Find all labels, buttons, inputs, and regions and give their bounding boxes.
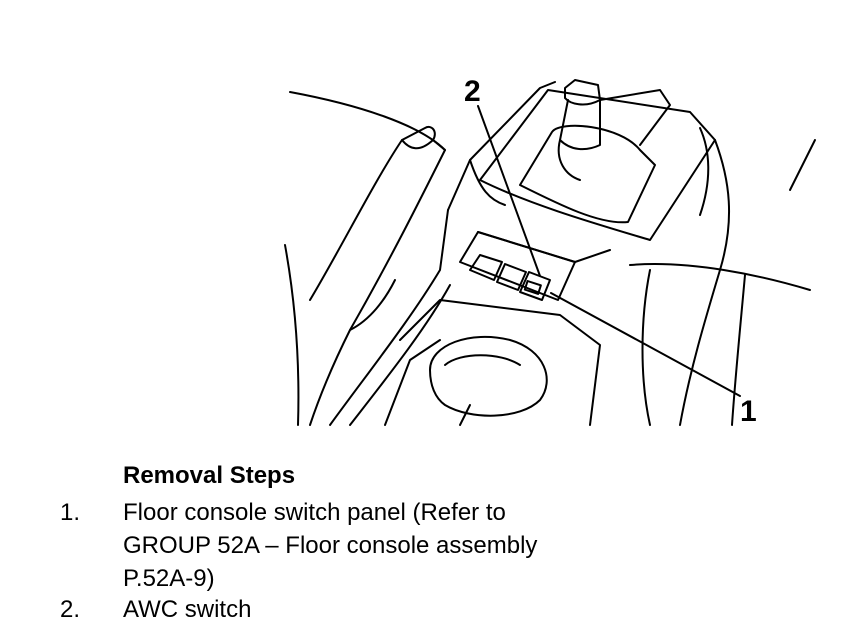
step-number: 2. [60, 596, 81, 623]
console-tray [399, 299, 601, 426]
step-text: AWC switch [123, 596, 252, 623]
console-outer-left-2 [469, 159, 506, 206]
awc-switch [519, 271, 551, 301]
left-seat-outline [289, 91, 446, 151]
switch-recess-1 [469, 254, 503, 281]
parking-brake-lever [309, 126, 446, 426]
floor-console-illustration [284, 79, 816, 426]
leader-line-2 [477, 105, 541, 277]
right-seat-outline [629, 263, 811, 291]
removal-steps-title: Removal Steps [123, 462, 296, 489]
cup-holder [429, 335, 548, 417]
callout-label-2: 2 [464, 75, 481, 108]
console-outer-left [447, 81, 556, 211]
shift-knob [564, 79, 601, 106]
leader-line-1 [550, 292, 741, 397]
shifter-bezel [479, 89, 716, 241]
step-number: 1. [60, 499, 81, 526]
shifter-boot [519, 124, 656, 224]
step-text: Floor console switch panel (Refer to GRO… [123, 499, 538, 592]
callout-label-1: 1 [740, 395, 757, 428]
switch-recess-2 [496, 263, 527, 291]
left-seat-cushion [284, 244, 300, 426]
